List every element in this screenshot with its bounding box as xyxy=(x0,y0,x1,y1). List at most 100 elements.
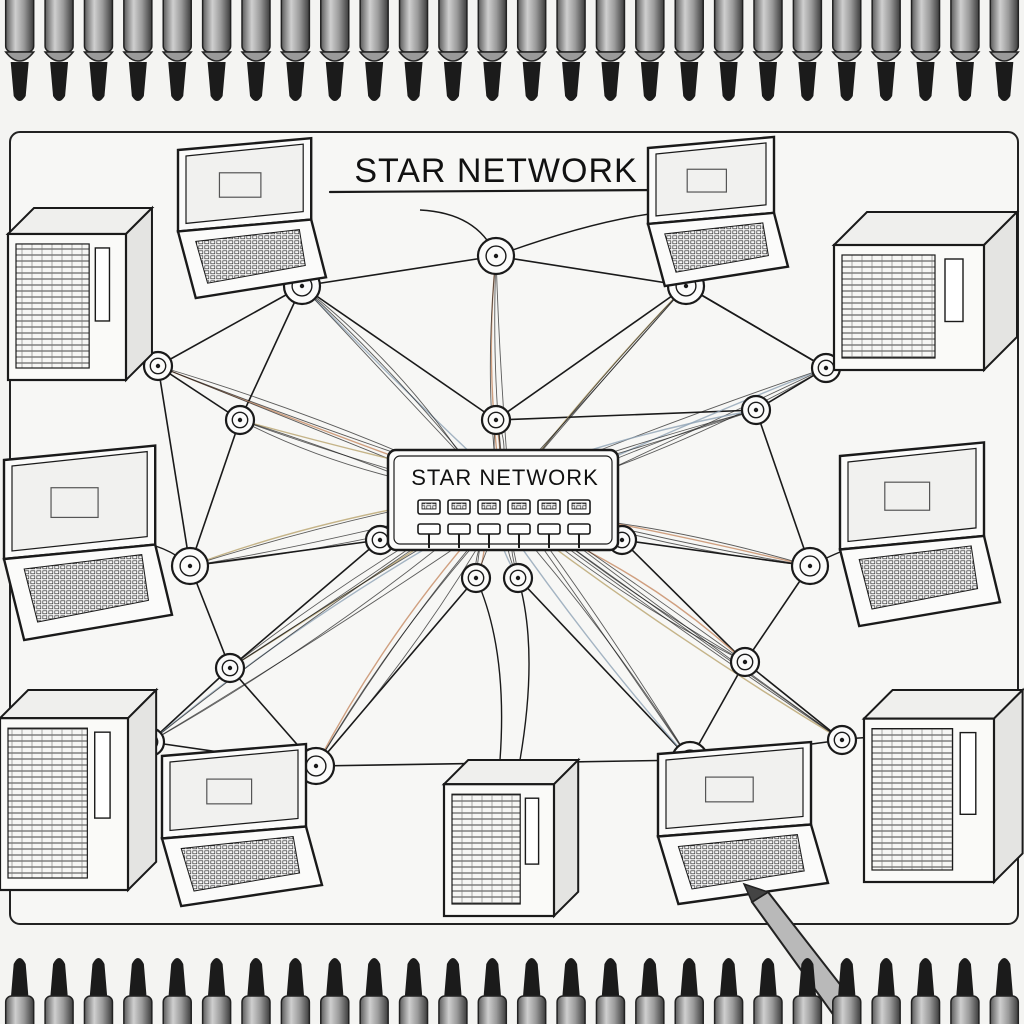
network-link-line xyxy=(517,577,691,761)
marker-pen-icon xyxy=(43,0,75,101)
marker-pen-icon xyxy=(594,0,626,101)
marker-pen-icon xyxy=(516,958,547,1024)
network-link-line xyxy=(239,285,303,421)
hub-port xyxy=(567,499,591,548)
junction-node xyxy=(480,404,512,436)
marker-pen-icon xyxy=(83,958,114,1024)
marker-pen-icon xyxy=(437,0,469,101)
marker-pen-icon xyxy=(201,958,232,1024)
hub-port xyxy=(417,499,441,548)
hub-port xyxy=(507,499,531,548)
junction-node xyxy=(170,546,210,586)
network-link-line xyxy=(229,539,381,669)
marker-pen-icon xyxy=(950,958,980,1024)
marker-pen-icon xyxy=(871,958,901,1024)
marker-pen-icon xyxy=(516,0,548,101)
server-tower-icon xyxy=(861,687,1024,885)
marker-pen-icon xyxy=(122,0,154,101)
network-link-line xyxy=(621,539,811,567)
hub-port xyxy=(537,499,561,548)
server-tower-icon xyxy=(831,209,1020,373)
hub-port-row xyxy=(417,499,591,548)
junction-node xyxy=(740,394,772,426)
marker-pen-icon xyxy=(910,0,942,101)
diagram-title-group: STAR NETWORK xyxy=(328,152,662,194)
marker-pen-icon xyxy=(162,958,192,1024)
bottom-marker-row xyxy=(4,958,1020,1024)
marker-pen-icon xyxy=(240,0,272,101)
network-link-line xyxy=(189,419,241,567)
server-tower-icon xyxy=(5,205,155,383)
network-link-line xyxy=(621,539,746,663)
device-link-line xyxy=(475,577,503,761)
top-marker-row xyxy=(4,0,1020,101)
network-link-line xyxy=(301,255,497,287)
junction-node xyxy=(502,562,534,594)
marker-pen-icon xyxy=(359,958,389,1024)
marker-pen-icon xyxy=(477,958,508,1024)
network-link-line xyxy=(495,285,687,421)
server-tower-icon xyxy=(0,687,159,893)
marker-pen-icon xyxy=(241,958,271,1024)
device-link-line xyxy=(517,577,530,761)
marker-pen-icon xyxy=(713,0,745,101)
junction-node xyxy=(790,546,830,586)
junction-node xyxy=(224,404,256,436)
marker-pen-icon xyxy=(161,0,193,101)
junction-node xyxy=(142,350,174,382)
marker-pen-icon xyxy=(831,0,863,101)
marker-pen-icon xyxy=(673,0,705,101)
marker-pen-icon xyxy=(44,958,74,1024)
junction-node xyxy=(729,646,761,678)
marker-pen-icon xyxy=(123,958,153,1024)
marker-pen-icon xyxy=(988,0,1020,101)
laptop-icon xyxy=(646,135,790,288)
central-hub-switch: STAR NETWORK xyxy=(386,448,620,552)
laptop-icon xyxy=(160,742,324,908)
network-link-line xyxy=(744,661,843,741)
network-link-line xyxy=(495,255,687,287)
marker-pen-icon xyxy=(634,0,666,101)
laptop-icon xyxy=(176,136,328,300)
marker-pen-icon xyxy=(595,958,626,1024)
marker-pen-icon xyxy=(949,0,981,101)
marker-pen-icon xyxy=(989,958,1020,1024)
marker-pen-icon xyxy=(555,0,587,101)
marker-pen-icon xyxy=(4,0,36,101)
network-link-line xyxy=(744,565,811,663)
laptop-icon xyxy=(838,441,1002,628)
hub-port xyxy=(447,499,471,548)
network-link-line xyxy=(685,285,827,369)
marker-pen-icon xyxy=(279,0,311,101)
laptop-icon xyxy=(656,740,830,906)
marker-pen-icon xyxy=(358,0,390,101)
network-link-line xyxy=(755,409,811,567)
network-link-line xyxy=(157,365,241,421)
hub-label: STAR NETWORK xyxy=(411,465,599,490)
junction-node xyxy=(476,236,516,276)
marker-pen-icon xyxy=(319,0,351,101)
marker-pen-icon xyxy=(556,958,586,1024)
marker-pen-icon xyxy=(398,958,429,1024)
marker-pen-icon xyxy=(870,0,902,101)
junction-node xyxy=(460,562,492,594)
network-devices xyxy=(0,135,1024,919)
junction-node xyxy=(826,724,858,756)
network-link-line xyxy=(495,409,757,421)
marker-pen-icon xyxy=(4,958,35,1024)
network-link-line xyxy=(149,667,231,743)
marker-pen-icon xyxy=(635,958,665,1024)
marker-pen-icon xyxy=(438,958,468,1024)
marker-pen-icon xyxy=(792,958,823,1024)
server-tower-icon xyxy=(441,757,581,919)
marker-pen-icon xyxy=(398,0,430,101)
hub-port xyxy=(477,499,501,548)
marker-pen-icon xyxy=(752,0,784,101)
network-link-line xyxy=(157,365,191,567)
marker-pen-icon xyxy=(713,958,744,1024)
diagram-title: STAR NETWORK xyxy=(354,152,637,190)
marker-pen-icon xyxy=(280,958,311,1024)
junction-node xyxy=(214,652,246,684)
